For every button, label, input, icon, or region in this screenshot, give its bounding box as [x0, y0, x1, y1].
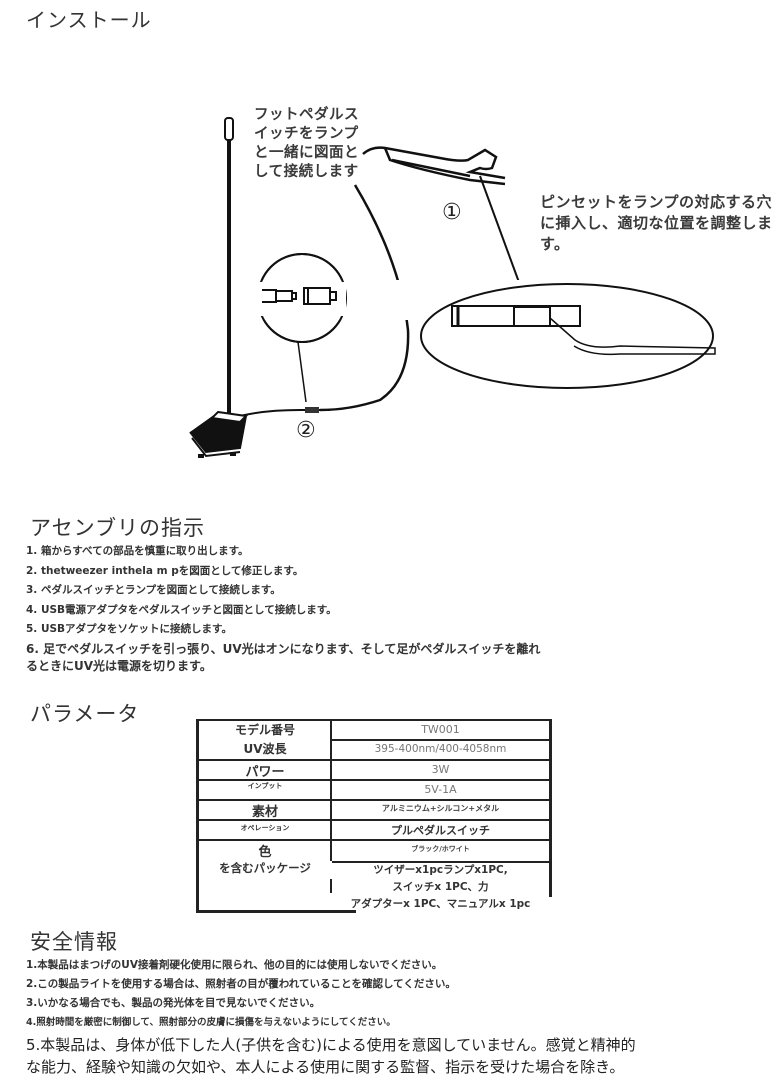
table-rule: [332, 861, 552, 863]
table-border: [196, 719, 199, 912]
tweezer-leader-line: [479, 175, 521, 286]
table-rule: [196, 799, 552, 801]
param-value-power: 3W: [431, 763, 450, 776]
safety-item: 2.この製品ライトを使用する場合は、照射者の目が覆われていることを確認してくださ…: [26, 978, 456, 990]
assembly-step: 1. 箱からすべての部品を慎重に取り出します。: [26, 545, 249, 557]
package-line: アダプターx 1PC、マニュアルx 1pc: [350, 898, 531, 910]
table-rule: [196, 759, 552, 761]
safety-item: 3.いかなる場合でも、製品の発光体を目で見ないでください。: [26, 997, 321, 1009]
tweezer-insert-callout: ピンセットをランプの対応する穴に挿入し、適切な位置を調整します。: [540, 193, 773, 253]
package-line: スイッチx 1PC、力: [392, 881, 489, 893]
install-diagram: フットペダルスイッチをランプと一緒に図面として接続します ピンセットをランプの対…: [0, 40, 778, 500]
assembly-step: 3. ペダルスイッチとランプを図面として接続します。: [26, 584, 281, 596]
assembly-steps-list: 1. 箱からすべての部品を慎重に取り出します。 2. thetweezer in…: [26, 542, 746, 677]
param-label-material: 素材: [251, 805, 278, 820]
table-rule: [196, 779, 552, 781]
assembly-section-title: アセンブリの指示: [30, 516, 205, 540]
param-value-color: ブラック/ホワイト: [411, 845, 470, 853]
param-label-model: モデル番号: [234, 723, 295, 737]
assembly-step: 5. USBアダプタをソケットに接続します。: [26, 623, 232, 635]
safety-item: 5.本製品は、身体が低下した人(子供を含む)による使用を意図していません。感覚と…: [26, 1036, 636, 1054]
assembly-step-continuation: るときにUV光は電源を切ります。: [26, 659, 212, 673]
table-border: [549, 719, 552, 897]
connector-magnifier-icon: [252, 253, 552, 403]
param-label-color: 色: [258, 845, 272, 860]
cord-connector: [305, 407, 319, 413]
param-label-operation: オペレーション: [240, 824, 290, 832]
lamp-insert-detail-icon: [420, 283, 716, 389]
assembly-step: 4. USB電源アダプタをペダルスイッチと図面として接続します。: [26, 603, 337, 616]
step-marker-2: ②: [296, 418, 316, 443]
param-label-wavelength: UV波長: [243, 742, 287, 756]
lamp-setup-illustration: [189, 117, 716, 458]
table-rule: [332, 739, 552, 741]
pedal-connection-callout: フットペダルスイッチをランプと一緒に図面として接続します: [254, 107, 359, 180]
safety-list: 1.本製品はまつげのUV接着剤硬化使用に限られ、他の目的には使用しないでください…: [26, 956, 776, 1078]
param-value-package: ツイザーx1pcランプx1PC, スイッチx 1PC、力 アダプターx 1PC、…: [332, 862, 549, 913]
safety-section-title: 安全情報: [30, 930, 118, 954]
safety-item: 1.本製品はまつげのUV接着剤硬化使用に限られ、他の目的には使用しないでください…: [26, 959, 443, 971]
foot-pedal-icon: [189, 410, 249, 458]
assembly-step: 6. 足でペダルスイッチを引っ張り、UV光はオンになります、そして足がペダルスイ…: [26, 641, 541, 656]
lamp-cord: [319, 184, 410, 412]
install-section-title: インストール: [26, 8, 152, 32]
param-label-power: パワー: [245, 765, 285, 780]
parameters-section-title: パラメータ: [30, 702, 140, 726]
param-value-wavelength: 395-400nm/400-4058nm: [374, 743, 507, 755]
param-label-package: を含むパッケージ: [219, 861, 311, 875]
parameters-table: モデル番号 TW001 UV波長 395-400nm/400-4058nm パワ…: [196, 719, 552, 913]
package-line: ツイザーx1pcランプx1PC,: [373, 864, 508, 876]
table-divider: [330, 719, 332, 861]
table-rule: [196, 819, 552, 821]
table-divider: [330, 879, 332, 893]
tweezers-icon: [362, 146, 506, 186]
table-border: [196, 910, 356, 913]
assembly-step: 2. thetweezer inthela m pを図面として修正します。: [26, 564, 304, 577]
step-marker-1: ①: [442, 200, 462, 225]
param-value-material: アルミニウム+シルコン+メタル: [381, 804, 500, 813]
table-border: [196, 719, 552, 721]
table-rule: [196, 839, 552, 841]
safety-item-continuation: な能力、経験や知識の欠如や、本人による使用に関する監督、指示を受けた場合を除き。: [26, 1058, 625, 1076]
param-value-model: TW001: [421, 723, 460, 736]
param-value-input: 5V-1A: [424, 783, 457, 796]
lamp-pole-icon: [224, 117, 234, 418]
param-value-operation: プルペダルスイッチ: [391, 824, 490, 837]
safety-item: 4.照射時間を厳密に制御して、照射部分の皮膚に損傷を与えないようにしてください。: [26, 1017, 396, 1028]
param-label-input: インプット: [247, 782, 283, 790]
